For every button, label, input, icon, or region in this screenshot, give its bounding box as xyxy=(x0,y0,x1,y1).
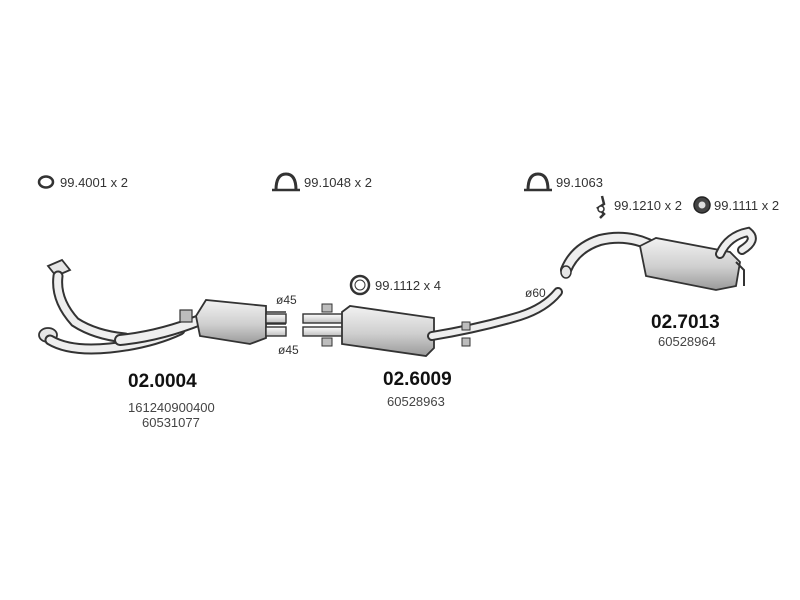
ring-clamp-icon xyxy=(37,175,55,189)
accessory-label: 99.1210 x 2 xyxy=(614,198,682,213)
u-clamp-icon xyxy=(272,172,300,192)
part-reference: 60531077 xyxy=(142,415,200,430)
accessory-label: 99.1111 x 2 xyxy=(714,198,780,213)
part-reference: 60528964 xyxy=(658,334,716,349)
diameter-label: ø60 xyxy=(525,286,546,300)
diameter-label: ø45 xyxy=(276,293,297,307)
accessory-label: 99.1063 xyxy=(556,175,603,190)
part-code: 02.0004 xyxy=(128,371,197,392)
hanger-hook-icon xyxy=(596,195,606,219)
front-pipe-silencer xyxy=(38,258,287,355)
accessory-label: 99.4001 x 2 xyxy=(60,175,128,190)
accessory-label: 99.1112 x 4 xyxy=(375,278,442,293)
ring-gasket-icon xyxy=(349,274,371,296)
diameter-label: ø45 xyxy=(278,343,299,357)
rubber-mount-icon xyxy=(693,196,711,214)
accessory-label: 99.1048 x 2 xyxy=(304,175,372,190)
part-code: 02.7013 xyxy=(651,312,720,333)
part-reference: 161240900400 xyxy=(128,400,215,415)
center-silencer xyxy=(302,287,563,357)
u-clamp-icon xyxy=(524,172,552,192)
part-reference: 60528963 xyxy=(387,394,445,409)
part-code: 02.6009 xyxy=(383,369,452,390)
rear-silencer xyxy=(560,226,757,291)
